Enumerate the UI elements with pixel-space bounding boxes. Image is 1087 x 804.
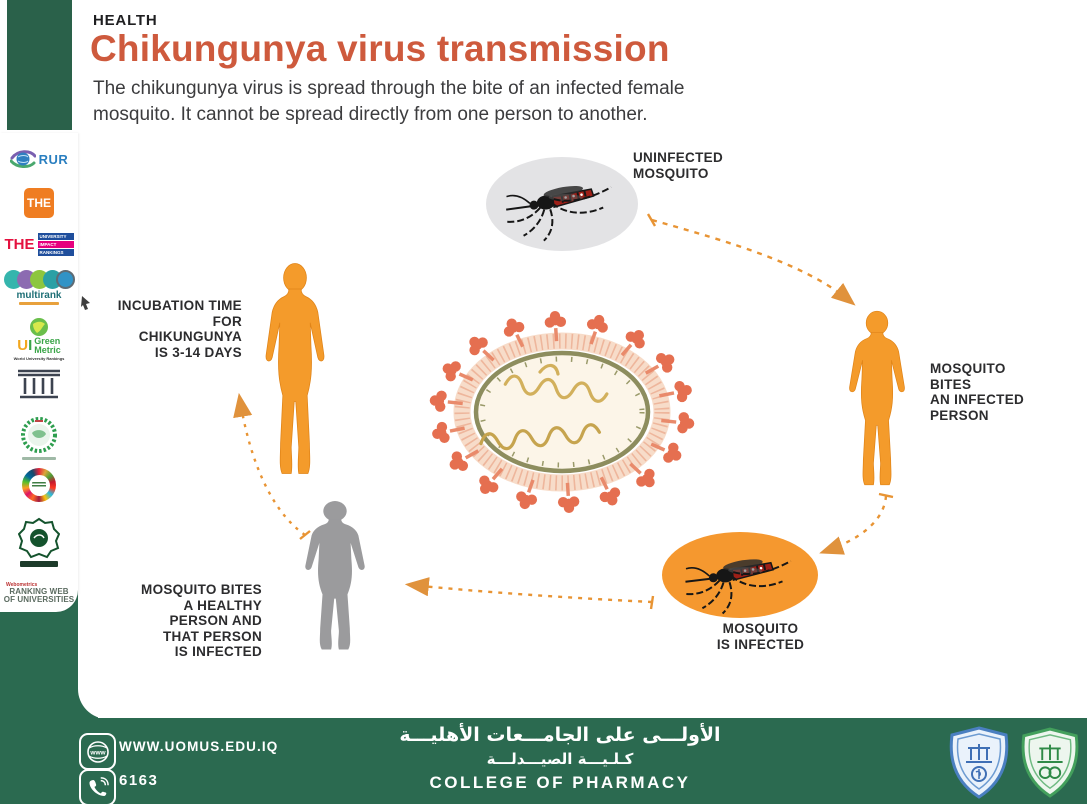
virus-spikes — [429, 310, 695, 514]
website-icon: www — [79, 733, 116, 770]
arrow-start-bar — [878, 492, 894, 499]
footer-website: WWW.UOMUS.EDU.IQ — [119, 739, 279, 754]
footer-band — [0, 718, 1087, 804]
subtitle-line-1: The chikungunya virus is spread through … — [93, 78, 685, 99]
arrow-start-bar — [299, 530, 311, 540]
logo-arab-universities-association — [0, 413, 78, 461]
globe-www-icon: www — [86, 740, 109, 763]
page-title: Chikungunya virus transmission — [90, 28, 670, 69]
sdg-caption-mark — [32, 482, 46, 488]
arrow-person-to-mosquito — [819, 495, 888, 555]
transmission-cycle-diagram — [233, 157, 905, 650]
category-label: HEALTH — [93, 12, 158, 29]
phone-icon — [79, 769, 116, 804]
logo-the: THE — [0, 186, 78, 220]
footer-center-text: الأولـــى على الجامـــعات الأهليـــة كـل… — [330, 722, 790, 796]
label-incubation-time: INCUBATION TIME FOR CHIKUNGUNYA IS 3-14 … — [117, 298, 242, 360]
top-left-green-block — [7, 0, 72, 130]
rankings-logo-sidebar: RUR THE THE UNIVERSITY IMPACT RANKINGS — [0, 133, 78, 612]
footer-college-name: COLLEGE OF PHARMACY — [429, 773, 691, 792]
main-white-area — [78, 585, 1087, 719]
logo-sdg — [0, 465, 78, 505]
laurel-wreath-icon — [21, 416, 57, 453]
building-columns-icon — [18, 369, 60, 399]
arab-universities-caption-mark — [22, 456, 56, 460]
logo-webometrics: Webometrics RANKING WEB OF UNIVERSITIES — [3, 582, 75, 604]
subtitle-line-2: mosquito. It cannot be spread directly f… — [93, 104, 648, 125]
person-infected-silhouette — [849, 310, 905, 486]
engineers-medallion-icon — [18, 517, 60, 559]
svg-text:www: www — [89, 749, 106, 756]
cycle-arrows — [233, 213, 894, 610]
label-mosquito-bites-healthy: MOSQUITO BITES A HEALTHY PERSON AND THAT… — [141, 582, 262, 659]
greenmetric-globe-icon — [30, 318, 48, 336]
subtitle: The chikungunya virus is spread through … — [93, 76, 684, 128]
virus-illustration — [429, 310, 695, 514]
footer-arabic-line2: كـلـيـــة الصيـــدلـــة — [486, 750, 634, 768]
arrow-mosquito-to-healthy — [404, 577, 653, 604]
logo-rur: RUR — [0, 141, 78, 177]
cursor-artifact — [81, 296, 90, 310]
rur-eye-icon — [9, 150, 36, 168]
phone-handset-icon — [88, 776, 109, 796]
label-mosquito-is-infected: MOSQUITO IS INFECTED — [716, 621, 805, 652]
multirank-caption-mark — [19, 301, 59, 305]
arrow-start-bar — [649, 595, 655, 610]
university-shield-logo — [1021, 727, 1079, 798]
logo-multirank: multirank — [0, 263, 78, 311]
logo-greenmetric: UI Green Metric World University Ranking… — [0, 317, 78, 361]
label-uninfected-mosquito: UNINFECTED MOSQUITO — [633, 150, 723, 181]
arrow-mosquito-to-person — [651, 218, 856, 306]
pharmacy-college-shield-logo — [949, 726, 1009, 799]
person-healthy-silhouette — [305, 501, 365, 650]
logo-arab-engineers-federation — [0, 513, 78, 571]
logo-the-impact-rankings: THE UNIVERSITY IMPACT RANKINGS — [0, 228, 78, 260]
arrow-healthy-to-incubation — [233, 392, 306, 536]
logo-classical-building — [0, 365, 78, 401]
arrow-start-bar — [646, 213, 657, 227]
person-incubation-silhouette — [265, 263, 325, 474]
engineers-caption-mark — [20, 561, 58, 567]
footer-arabic-line1: الأولـــى على الجامـــعات الأهليـــة — [399, 724, 721, 746]
footer-phone: 6163 — [119, 772, 159, 789]
sdg-wheel-icon — [22, 468, 56, 502]
label-mosquito-bites-infected: MOSQUITO BITES AN INFECTED PERSON — [930, 361, 1025, 423]
virus-rna-strands — [479, 363, 609, 451]
